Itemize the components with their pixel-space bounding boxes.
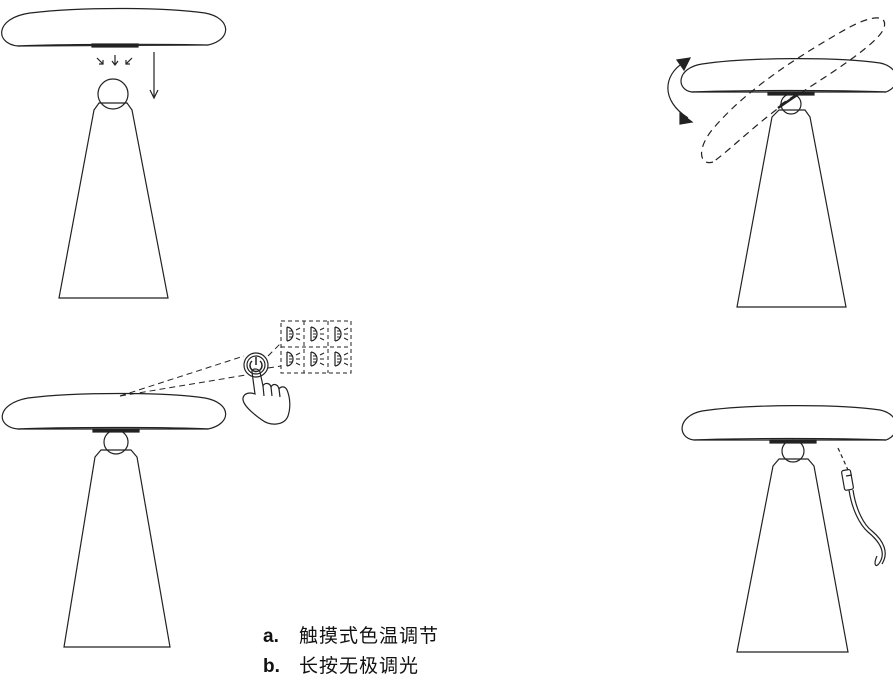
caption-a-letter: a. [263,626,279,647]
caption-a-text: 触摸式色温调节 [299,625,440,647]
power-button-icon [243,352,269,378]
caption-b-text: 长按无极调光 [299,655,420,677]
lamp-shade [1,7,227,47]
tilt-adjustment-diagram [667,17,893,308]
power-cable [848,489,883,567]
rotation-arrow-icon [667,62,689,119]
lamp-assembly-diagram [1,7,227,299]
caption-a: a. 触摸式色温调节 [263,621,439,651]
lamp-base [58,102,169,299]
power-cable-diagram [681,405,893,653]
ball-joint [97,78,129,110]
finger-touch-icon [242,368,291,425]
caption-list: a. 触摸式色温调节 b. 长按无极调光 [263,621,439,681]
caption-b-letter: b. [263,656,280,677]
touch-control-diagram [1,320,352,648]
caption-b: b. 长按无极调光 [263,651,439,681]
